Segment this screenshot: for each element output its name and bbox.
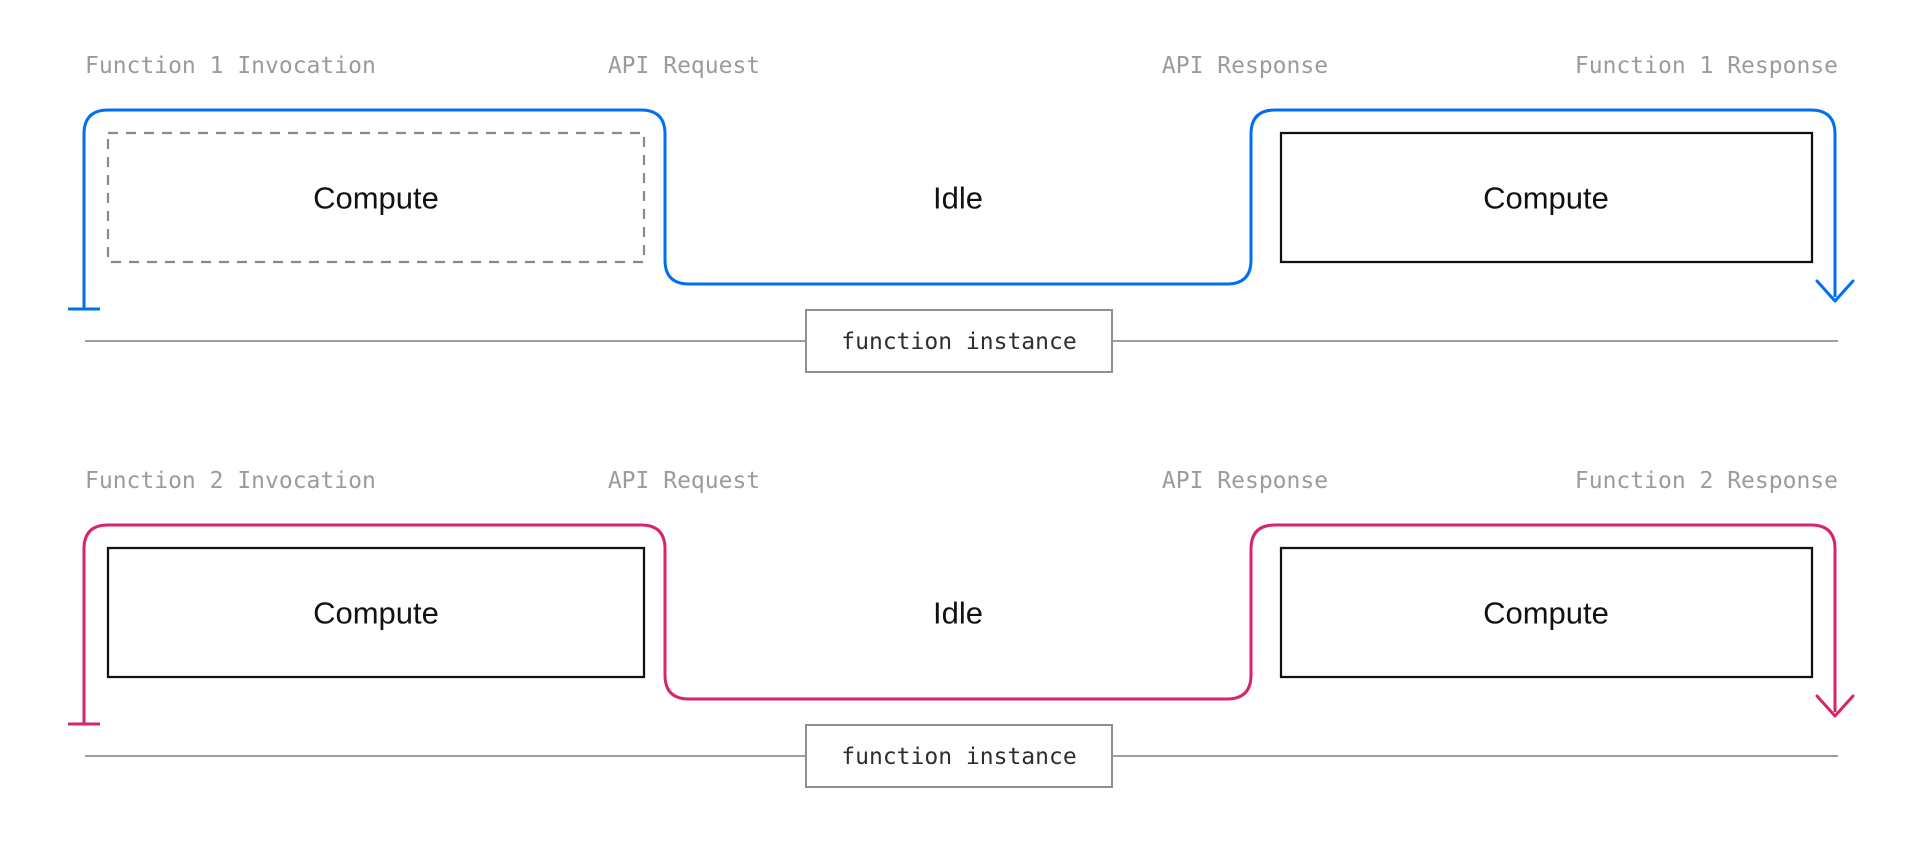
flow-arrowhead-icon bbox=[1815, 279, 1855, 303]
idle-label: Idle bbox=[933, 596, 983, 631]
function-2-svg: Function 2 Invocation API Request API Re… bbox=[68, 468, 1855, 788]
function-1-flow bbox=[68, 108, 1855, 311]
compute-box-start bbox=[106, 131, 646, 264]
function-2-flow bbox=[68, 523, 1855, 726]
compute-box-end bbox=[1279, 546, 1814, 679]
function-instance-label: function instance bbox=[841, 329, 1076, 355]
compute-label-end: Compute bbox=[1483, 181, 1609, 216]
compute-label-start: Compute bbox=[313, 596, 439, 631]
label-api-request: API Request bbox=[608, 468, 760, 494]
label-function-2-invocation: Function 2 Invocation bbox=[85, 468, 376, 494]
flow-path bbox=[82, 523, 1837, 724]
idle-label: Idle bbox=[933, 181, 983, 216]
function-instance-label: function instance bbox=[841, 744, 1076, 770]
function-1-svg: Function 1 Invocation API Request API Re… bbox=[68, 53, 1855, 373]
compute-box-start bbox=[106, 546, 646, 679]
label-function-1-invocation: Function 1 Invocation bbox=[85, 53, 376, 79]
label-api-response: API Response bbox=[1162, 53, 1328, 79]
compute-label-end: Compute bbox=[1483, 596, 1609, 631]
compute-label-start: Compute bbox=[313, 181, 439, 216]
function-instance-badge bbox=[805, 309, 1113, 373]
compute-box-end bbox=[1279, 131, 1814, 264]
label-function-1-response: Function 1 Response bbox=[1575, 53, 1838, 79]
function-instance-badge bbox=[805, 724, 1113, 788]
function-1-lane: Function 1 Invocation API Request API Re… bbox=[68, 53, 1855, 373]
label-api-response: API Response bbox=[1162, 468, 1328, 494]
function-2-lane: Function 2 Invocation API Request API Re… bbox=[0, 415, 1920, 845]
label-function-2-response: Function 2 Response bbox=[1575, 468, 1838, 494]
flow-path bbox=[82, 108, 1837, 309]
flow-arrowhead-icon bbox=[1815, 694, 1855, 718]
label-api-request: API Request bbox=[608, 53, 760, 79]
